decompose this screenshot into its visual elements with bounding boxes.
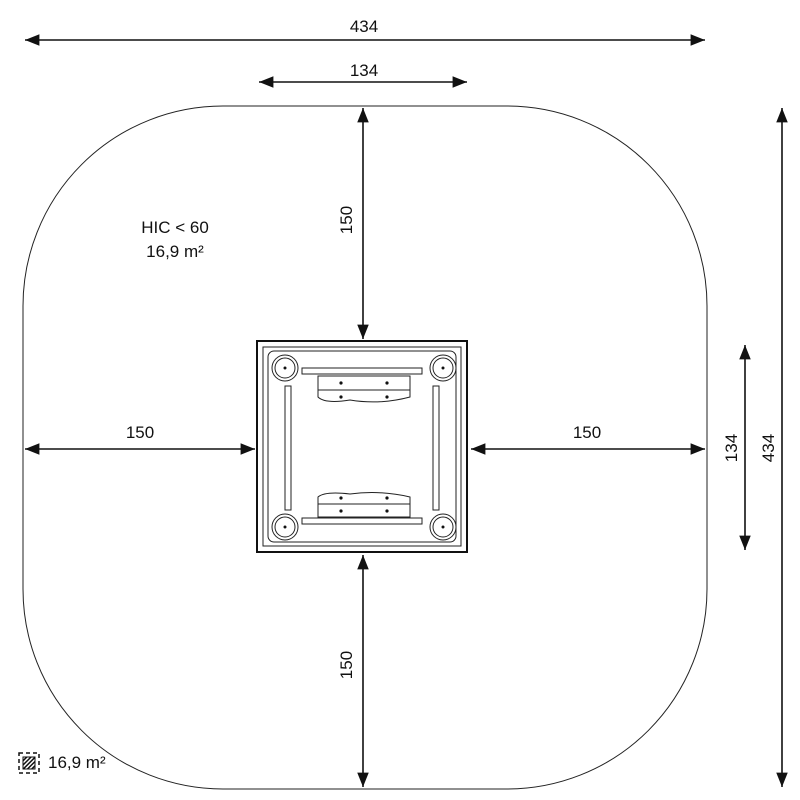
dim-label-clearance-left: 150 <box>126 423 154 442</box>
dim-label-equipment-width: 134 <box>350 61 378 80</box>
equipment-top-view <box>256 340 468 553</box>
legend: 16,9 m² <box>18 752 106 774</box>
corner-posts <box>271 354 457 541</box>
dim-label-overall-depth: 434 <box>759 434 778 462</box>
legend-area-label: 16,9 m² <box>48 753 106 772</box>
dim-label-clearance-top: 150 <box>337 206 356 234</box>
safety-area-label: 16,9 m² <box>146 242 204 261</box>
dim-label-clearance-right: 150 <box>573 423 601 442</box>
dim-label-clearance-bottom: 150 <box>337 651 356 679</box>
safety-zone-outline <box>22 105 708 790</box>
dim-label-overall-width: 434 <box>350 17 378 36</box>
hatched-area-icon <box>18 752 40 774</box>
hic-label: HIC < 60 <box>141 218 209 237</box>
dim-label-equipment-depth: 134 <box>722 434 741 462</box>
